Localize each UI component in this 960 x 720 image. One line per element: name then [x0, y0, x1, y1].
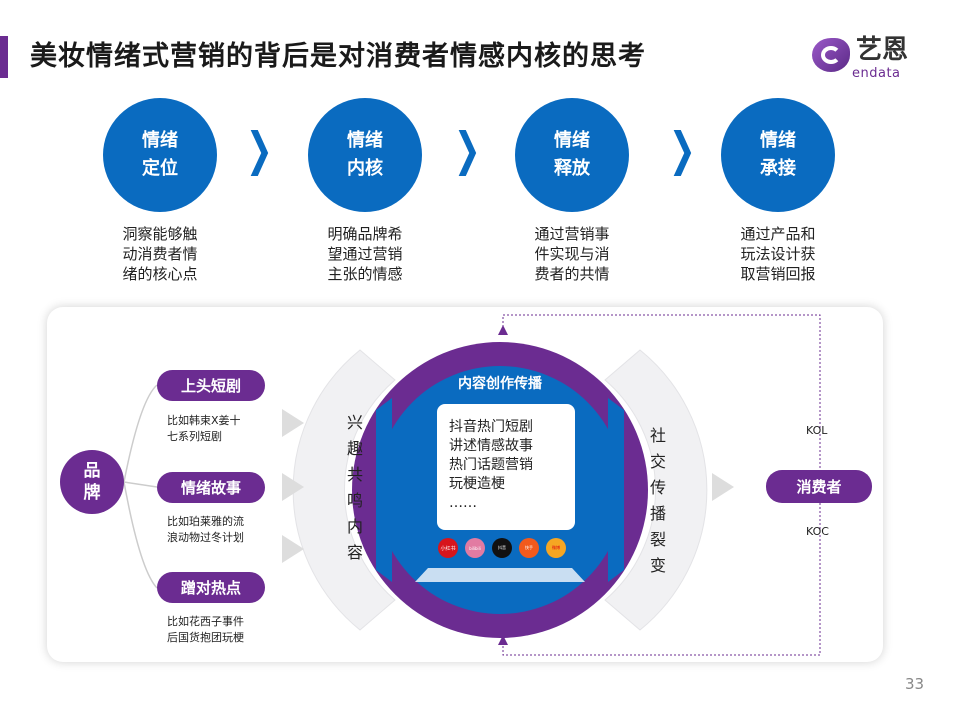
right-arc-label: 社交传播裂变: [649, 426, 666, 575]
logo-cn: 艺恩: [856, 35, 909, 65]
step-label: 承接: [760, 158, 796, 179]
step-desc-2: 明确品牌希望通过营销主张的情感: [327, 225, 403, 283]
endata-logo-icon: [812, 38, 850, 72]
consumer-pill: 消费者: [766, 470, 872, 503]
step-label: 内核: [347, 158, 383, 179]
page-number: 33: [905, 675, 925, 693]
chevron-right-icon: ❯: [668, 122, 696, 176]
arrow-right-icon: [712, 473, 734, 501]
tactic-example-1: 比如韩束X姜十七系列短剧: [167, 414, 241, 443]
arrow-right-icon: [282, 535, 304, 563]
tactic-pill-3: 蹭对热点: [157, 572, 265, 603]
content-screen: 抖音热门短剧讲述情感故事热门话题营销玩梗造梗……: [437, 404, 575, 530]
left-arc-label: 兴趣共鸣内容: [346, 413, 363, 562]
title-accent-bar: [0, 36, 8, 78]
douyin-icon: 抖音: [492, 538, 512, 558]
step-desc-1: 洞察能够触动消费者情绪的核心点: [122, 225, 198, 283]
step-label: 释放: [554, 158, 590, 179]
tactic-example-2: 比如珀莱雅的流浪动物过冬计划: [167, 515, 244, 544]
platform-icons: 小红书 bilibili 抖音 快手 微博: [438, 538, 566, 558]
step-desc-4: 通过产品和玩法设计获取营销回报: [740, 225, 816, 283]
weibo-icon: 微博: [546, 538, 566, 558]
step-circle-3: 情绪释放: [515, 98, 629, 212]
tactic-example-3: 比如花西子事件后国货抱团玩梗: [167, 615, 244, 644]
step-circle-2: 情绪内核: [308, 98, 422, 212]
center-title: 内容创作传播: [458, 376, 542, 392]
logo-en: endata: [852, 66, 901, 81]
step-label: 定位: [142, 158, 178, 179]
xiaohongshu-icon: 小红书: [438, 538, 458, 558]
step-circle-4: 情绪承接: [721, 98, 835, 212]
tactic-pill-2: 情绪故事: [157, 472, 265, 503]
kuaishou-icon: 快手: [519, 538, 539, 558]
tactic-pill-1: 上头短剧: [157, 370, 265, 401]
arrow-right-icon: [282, 409, 304, 437]
koc-label: KOC: [806, 525, 829, 538]
brand-circle: 品牌: [60, 450, 124, 514]
step-circle-1: 情绪定位: [103, 98, 217, 212]
bilibili-icon: bilibili: [465, 538, 485, 558]
step-label: 情绪: [347, 130, 383, 151]
kol-label: KOL: [806, 424, 828, 437]
step-label: 情绪: [142, 130, 178, 151]
page-title: 美妆情绪式营销的背后是对消费者情感内核的思考: [30, 41, 646, 72]
step-desc-3: 通过营销事件实现与消费者的共情: [534, 225, 610, 283]
arrow-right-icon: [282, 473, 304, 501]
chevron-right-icon: ❯: [245, 122, 273, 176]
step-label: 情绪: [760, 130, 796, 151]
chevron-right-icon: ❯: [453, 122, 481, 176]
step-label: 情绪: [554, 130, 590, 151]
